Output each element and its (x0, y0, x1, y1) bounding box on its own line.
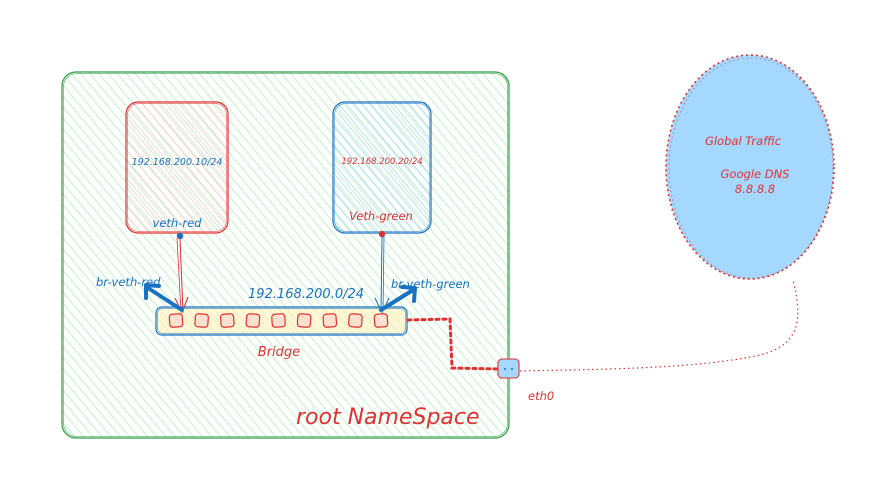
global-traffic-label: Global Traffic (705, 134, 782, 148)
br-veth-red-arrow (144, 283, 184, 312)
veth-red-cable (174, 232, 189, 315)
bridge-port (296, 313, 312, 328)
veth-red-label: veth-red (153, 216, 203, 230)
bridge-subnet-label: 192.168.200.0/24 (248, 287, 364, 302)
bridge-to-eth0-cable (406, 317, 500, 371)
eth0-interface (497, 358, 520, 379)
dns-ip-label: 8.8.8.8 (735, 182, 775, 196)
root-namespace-label: root NameSpace (296, 405, 480, 430)
eth0-to-internet-link (519, 279, 799, 372)
bridge-port (194, 313, 209, 328)
bridge-port (322, 313, 338, 328)
google-dns-label: Google DNS (721, 167, 790, 181)
bridge-ports (168, 313, 389, 328)
red-namespace-box (125, 101, 229, 234)
green-namespace-ip: 192.168.200.20/24 (341, 157, 422, 167)
bridge-port (271, 313, 286, 328)
br-veth-green-arrow (379, 285, 417, 312)
bridge-port (348, 313, 363, 328)
global-traffic-cloud (665, 54, 835, 280)
bridge-port (245, 313, 261, 328)
veth-green-label: Veth-green (349, 209, 413, 223)
eth0-label: eth0 (528, 389, 554, 403)
bridge-port (168, 313, 184, 328)
bridge-label: Bridge (258, 345, 300, 360)
red-namespace-ip: 192.168.200.10/24 (132, 157, 223, 168)
br-veth-red-label: br-veth-red (96, 275, 161, 289)
bridge-port (219, 313, 235, 328)
bridge-port (373, 313, 389, 328)
br-veth-green-label: br-veth-green (391, 277, 470, 291)
